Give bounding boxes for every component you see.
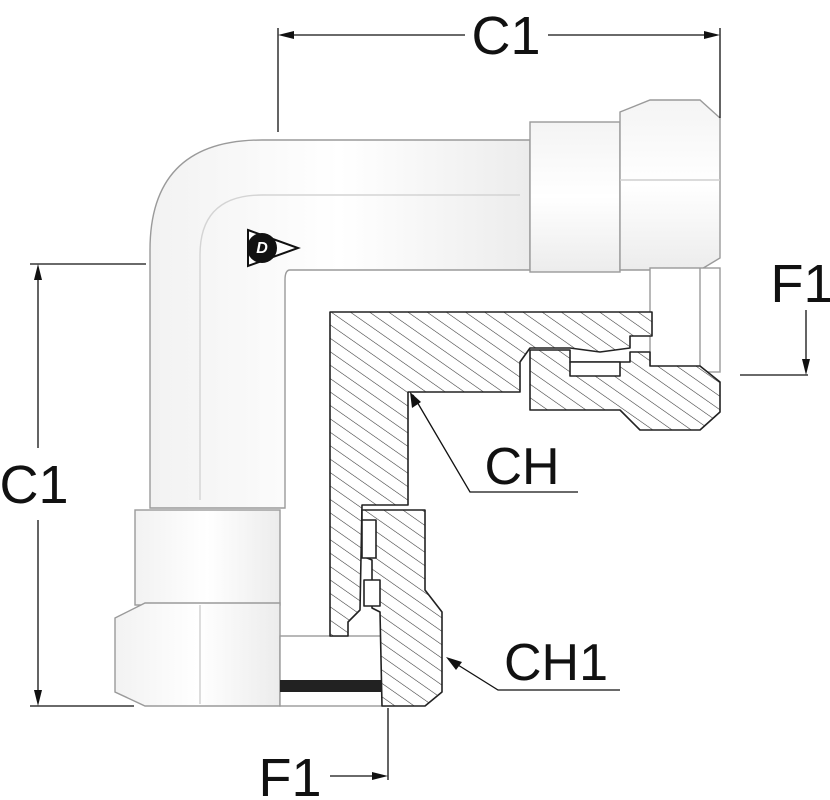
- bottom-nut-section: [361, 509, 443, 707]
- elbow-body: [114, 99, 721, 707]
- dimension-lines: [30, 28, 808, 780]
- dimension-label-f1-right: F1: [770, 254, 830, 314]
- dimension-label-c1-left: C1: [0, 455, 69, 515]
- dunlop-logo-icon: D: [247, 228, 301, 268]
- dimension-arrows: [34, 31, 810, 780]
- dimension-label-c1-top: C1: [471, 6, 540, 66]
- cross-section: [329, 311, 721, 707]
- callout-label-ch: CH: [484, 438, 559, 496]
- callout-label-ch1: CH1: [504, 634, 608, 692]
- dimension-label-f1-bottom: F1: [258, 748, 321, 800]
- svg-text:D: D: [256, 240, 268, 257]
- body-section: [329, 311, 653, 637]
